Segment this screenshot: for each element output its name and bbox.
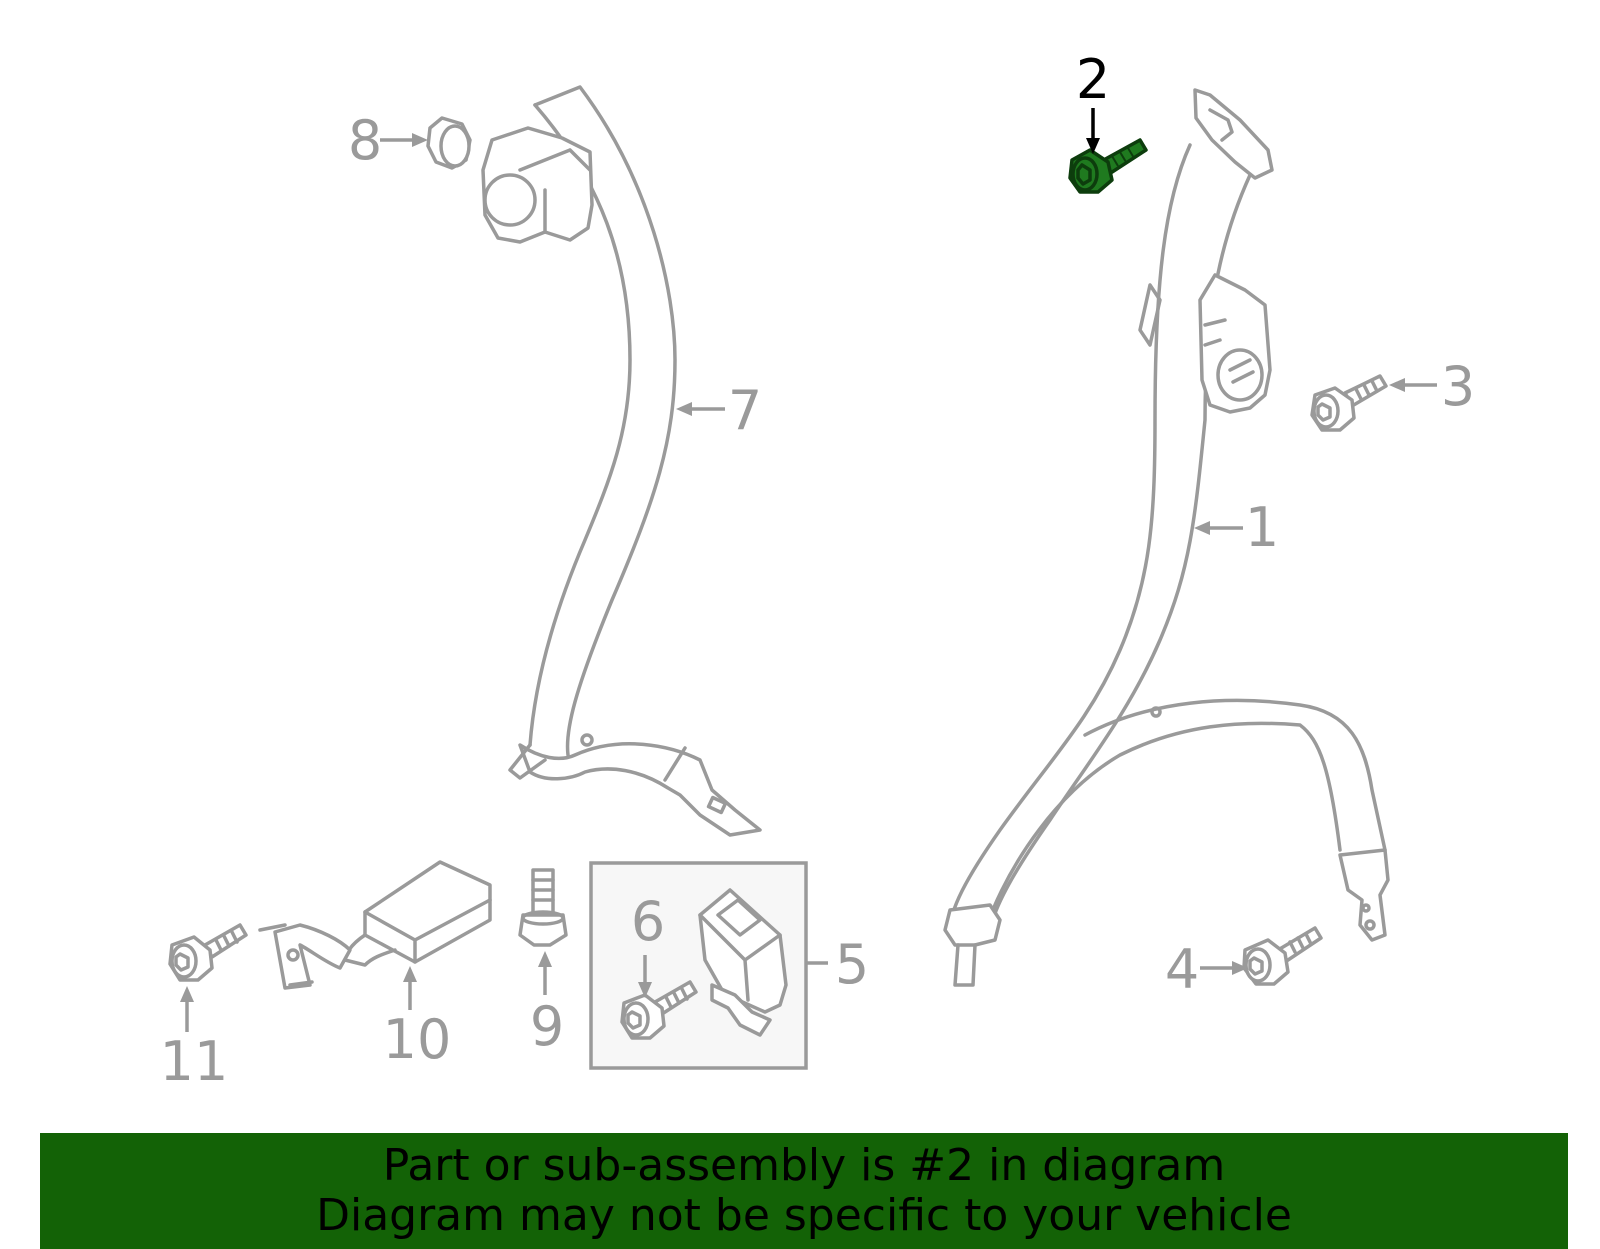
callout-9: 9 bbox=[530, 995, 564, 1058]
callout-7: 7 bbox=[728, 379, 762, 442]
part-11-bolt[interactable] bbox=[168, 923, 248, 982]
callout-2: 2 bbox=[1076, 48, 1110, 111]
info-banner: Part or sub-assembly is #2 in diagram Di… bbox=[40, 1133, 1568, 1249]
banner-line-part: Part or sub-assembly is #2 in diagram bbox=[382, 1140, 1226, 1191]
part-10-buckle[interactable] bbox=[258, 860, 492, 990]
part-5-buckle-assembly[interactable] bbox=[698, 888, 788, 1037]
part-7-left-belt[interactable] bbox=[481, 85, 762, 837]
part-4-bolt[interactable] bbox=[1242, 926, 1323, 986]
part-2-bolt-highlighted[interactable] bbox=[1068, 138, 1148, 194]
callout-3: 3 bbox=[1441, 355, 1475, 418]
callout-8: 8 bbox=[348, 109, 382, 172]
callout-10: 10 bbox=[383, 1008, 452, 1071]
callout-6: 6 bbox=[631, 890, 665, 953]
banner-line-disclaimer: Diagram may not be specific to your vehi… bbox=[316, 1190, 1292, 1241]
callout-11: 11 bbox=[160, 1030, 229, 1093]
callout-labels: 2 8 7 3 1 4 5 6 9 10 11 bbox=[160, 48, 1476, 1093]
part-8-clip[interactable] bbox=[426, 116, 472, 170]
part-1-right-belt[interactable] bbox=[943, 88, 1390, 987]
part-3-bolt[interactable] bbox=[1310, 374, 1388, 432]
leader-arrows bbox=[180, 108, 1437, 1032]
callout-1: 1 bbox=[1245, 496, 1279, 559]
callout-4: 4 bbox=[1165, 938, 1199, 1001]
part-9-stud[interactable] bbox=[518, 868, 568, 947]
part-6-bolt[interactable] bbox=[620, 980, 698, 1040]
callout-5: 5 bbox=[835, 933, 869, 996]
